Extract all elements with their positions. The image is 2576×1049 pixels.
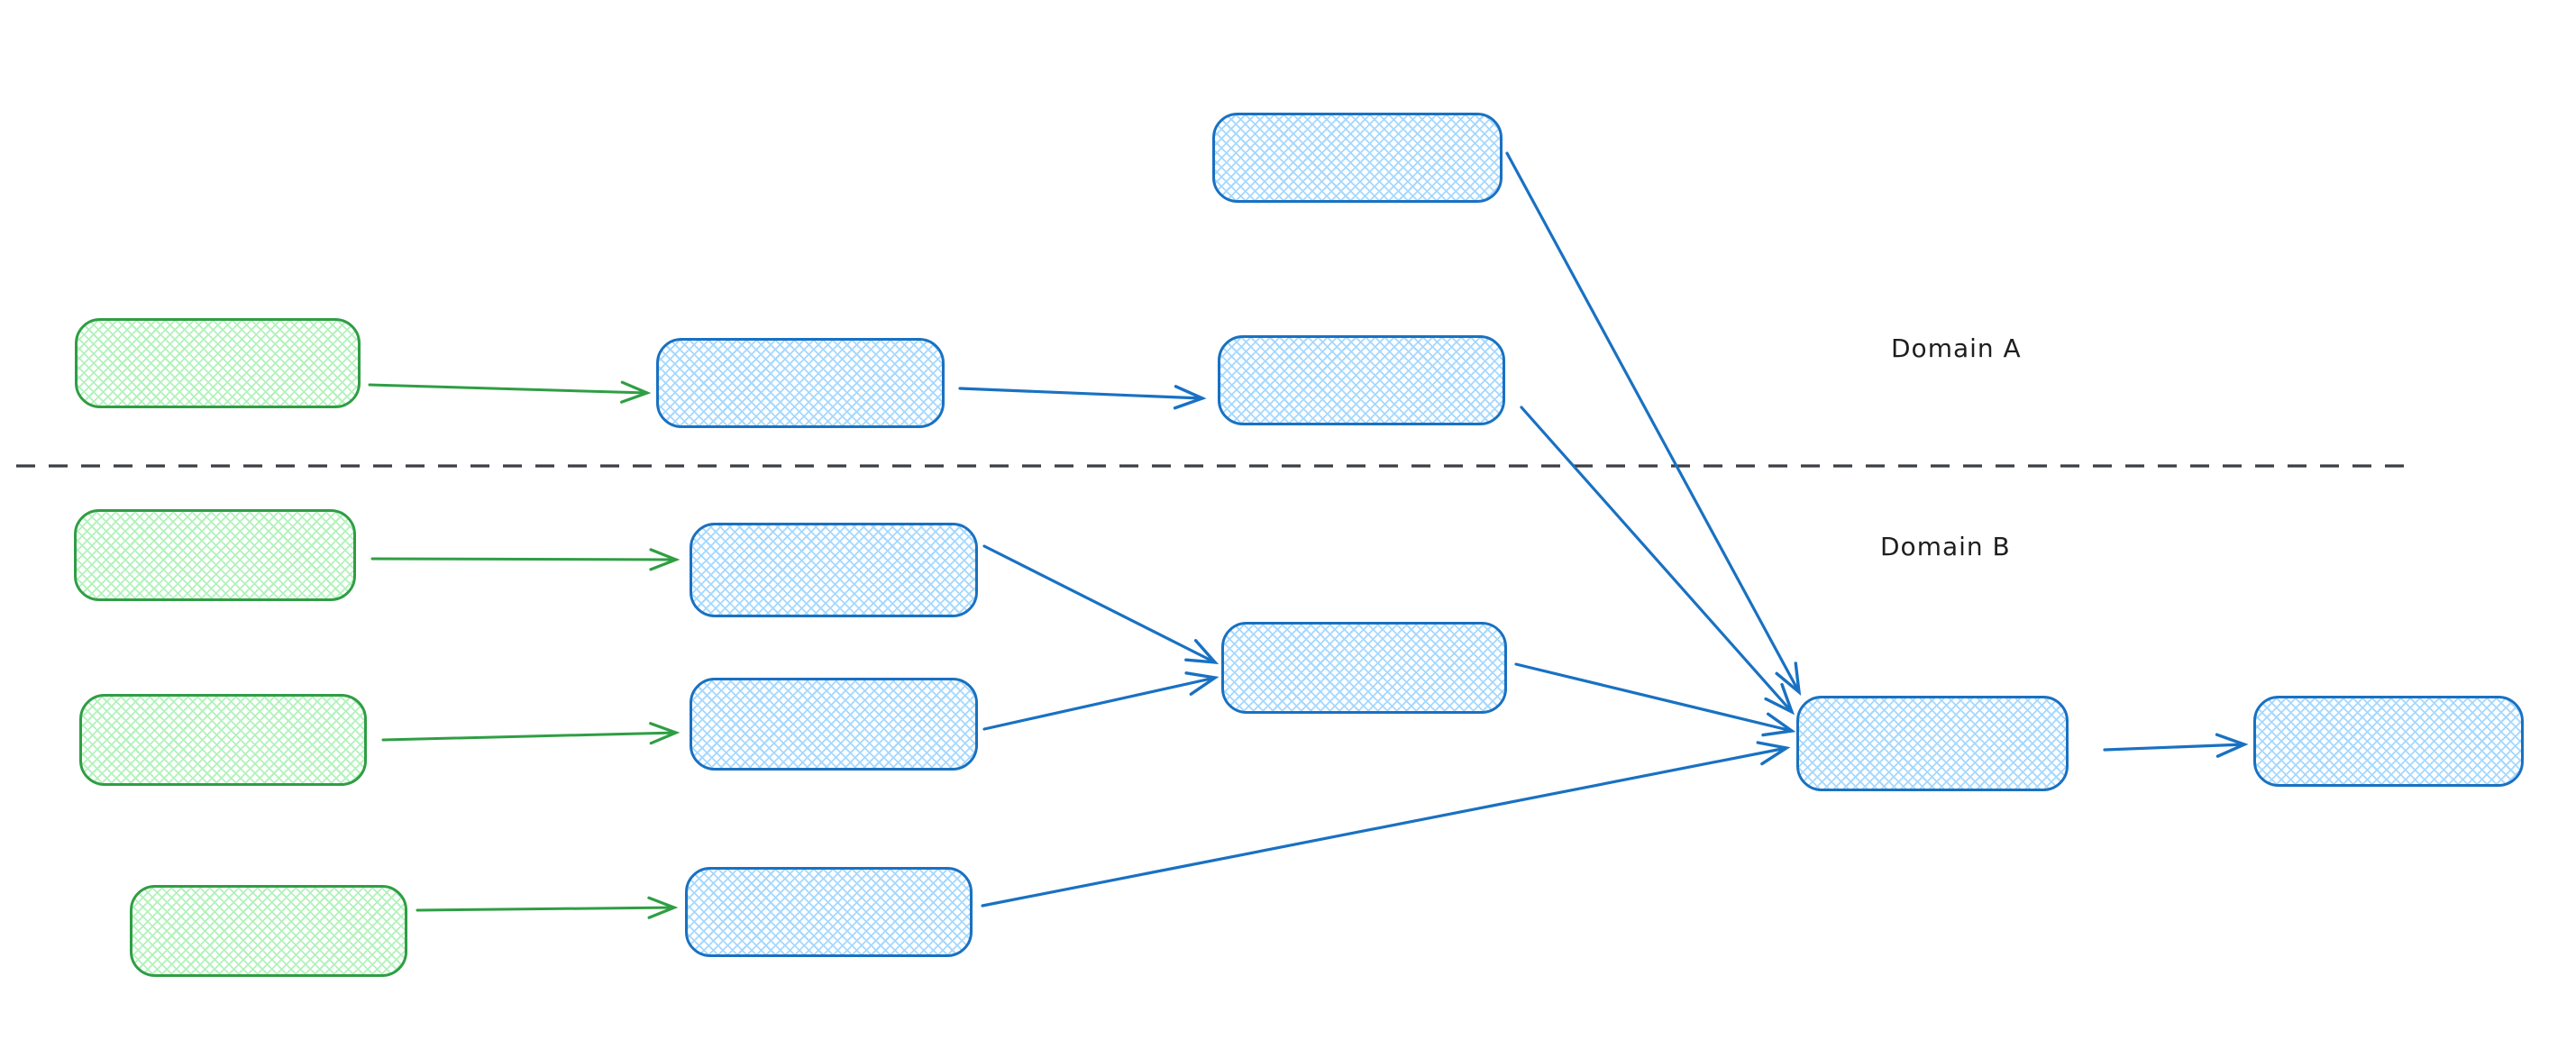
box-domain-b-join[interactable] xyxy=(1221,622,1507,714)
edge-domain-b-join-to-main-join[interactable] xyxy=(1514,662,1796,737)
edge-domain-b-source-3-to-mid-3[interactable] xyxy=(416,896,679,919)
edge-domain-b-mid-3-to-main-join[interactable] xyxy=(981,741,1791,908)
box-domain-b-source-1[interactable] xyxy=(74,509,356,601)
box-output[interactable] xyxy=(2253,696,2524,787)
domain-b-label[interactable]: Domain B xyxy=(1880,532,2011,561)
box-main-join[interactable] xyxy=(1796,696,2069,791)
box-domain-b-mid-1[interactable] xyxy=(690,523,978,617)
domain-a-label[interactable]: Domain A xyxy=(1891,333,2022,363)
edge-domain-a-right-to-main-join[interactable] xyxy=(1520,406,1795,716)
edge-domain-b-source-2-to-mid-2[interactable] xyxy=(381,722,681,745)
edge-domain-b-mid-2-to-join[interactable] xyxy=(982,671,1219,731)
edge-main-join-to-output[interactable] xyxy=(2103,733,2249,758)
box-domain-a-right[interactable] xyxy=(1218,335,1505,425)
box-domain-b-source-2[interactable] xyxy=(79,694,367,786)
edge-domain-a-top-to-main-join[interactable] xyxy=(1505,151,1802,697)
box-domain-b-mid-2[interactable] xyxy=(690,678,978,771)
edge-domain-a-source-to-mid[interactable] xyxy=(368,380,652,404)
edge-domain-b-mid-1-to-join[interactable] xyxy=(982,544,1219,665)
edge-domain-a-mid-to-right[interactable] xyxy=(958,385,1207,410)
box-domain-a-top[interactable] xyxy=(1212,113,1503,203)
box-domain-b-source-3[interactable] xyxy=(130,885,407,977)
edge-domain-b-source-1-to-mid-1[interactable] xyxy=(370,548,681,571)
box-domain-b-mid-3[interactable] xyxy=(685,867,973,957)
box-domain-a-mid[interactable] xyxy=(656,338,945,428)
box-domain-a-source[interactable] xyxy=(75,318,361,408)
